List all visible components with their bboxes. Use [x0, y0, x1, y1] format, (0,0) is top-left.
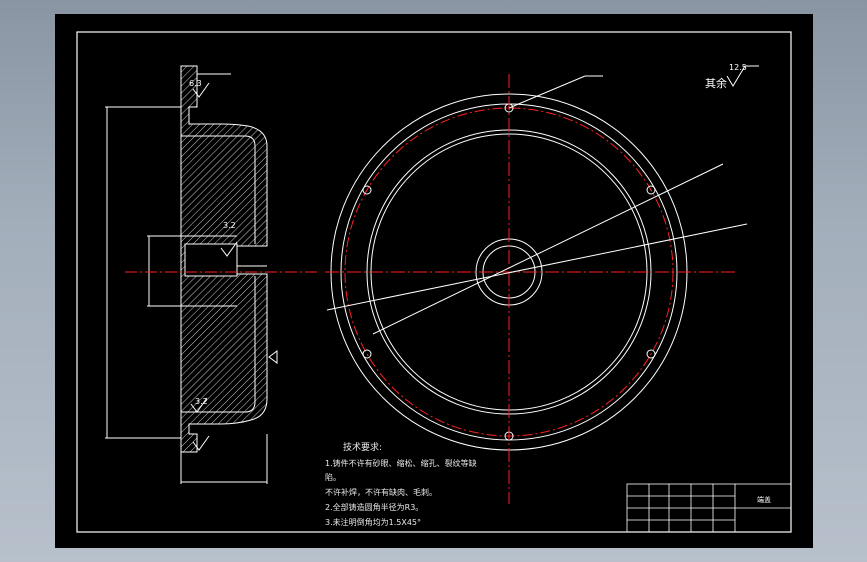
roughness-default-value: 12.5: [729, 63, 747, 72]
front-view: [325, 74, 748, 504]
finish-label-1: 6.3: [189, 79, 202, 88]
finish-label-3: 3.2: [195, 397, 208, 406]
title-block-name: 端盖: [757, 495, 771, 504]
tech-line-2: 陷。: [325, 472, 341, 482]
tech-line-5: 3.未注明倒角均为1.5X45°: [325, 517, 421, 527]
tech-title: 技术要求:: [343, 441, 382, 453]
technical-requirements: 技术要求: 1.铸件不许有砂眼、缩松、缩孔、裂纹等缺 陷。 不许补焊，不许有缺肉…: [325, 441, 477, 527]
drawing-border: [76, 31, 792, 533]
bolt-hole: [362, 349, 372, 359]
tech-line-4: 2.全部铸造圆角半径为R3。: [325, 502, 423, 512]
finish-label-2: 3.2: [223, 221, 236, 230]
roughness-note: 其余 12.5: [705, 63, 759, 90]
cad-drawing: 6.3 3.2 3.2 其余 12.5 技术要求: 1.铸件不许: [76, 31, 792, 533]
tech-line-3: 不许补焊，不许有缺肉、毛刺。: [325, 487, 437, 497]
roughness-note-label: 其余: [705, 76, 727, 90]
bolt-hole: [646, 185, 656, 195]
bolt-hole: [646, 349, 656, 359]
title-block: [626, 483, 792, 533]
tech-line-1: 1.铸件不许有砂眼、缩松、缩孔、裂纹等缺: [325, 458, 477, 468]
bolt-hole: [362, 185, 372, 195]
section-view: [105, 65, 278, 484]
drawing-sheet: 6.3 3.2 3.2 其余 12.5 技术要求: 1.铸件不许: [55, 14, 813, 548]
